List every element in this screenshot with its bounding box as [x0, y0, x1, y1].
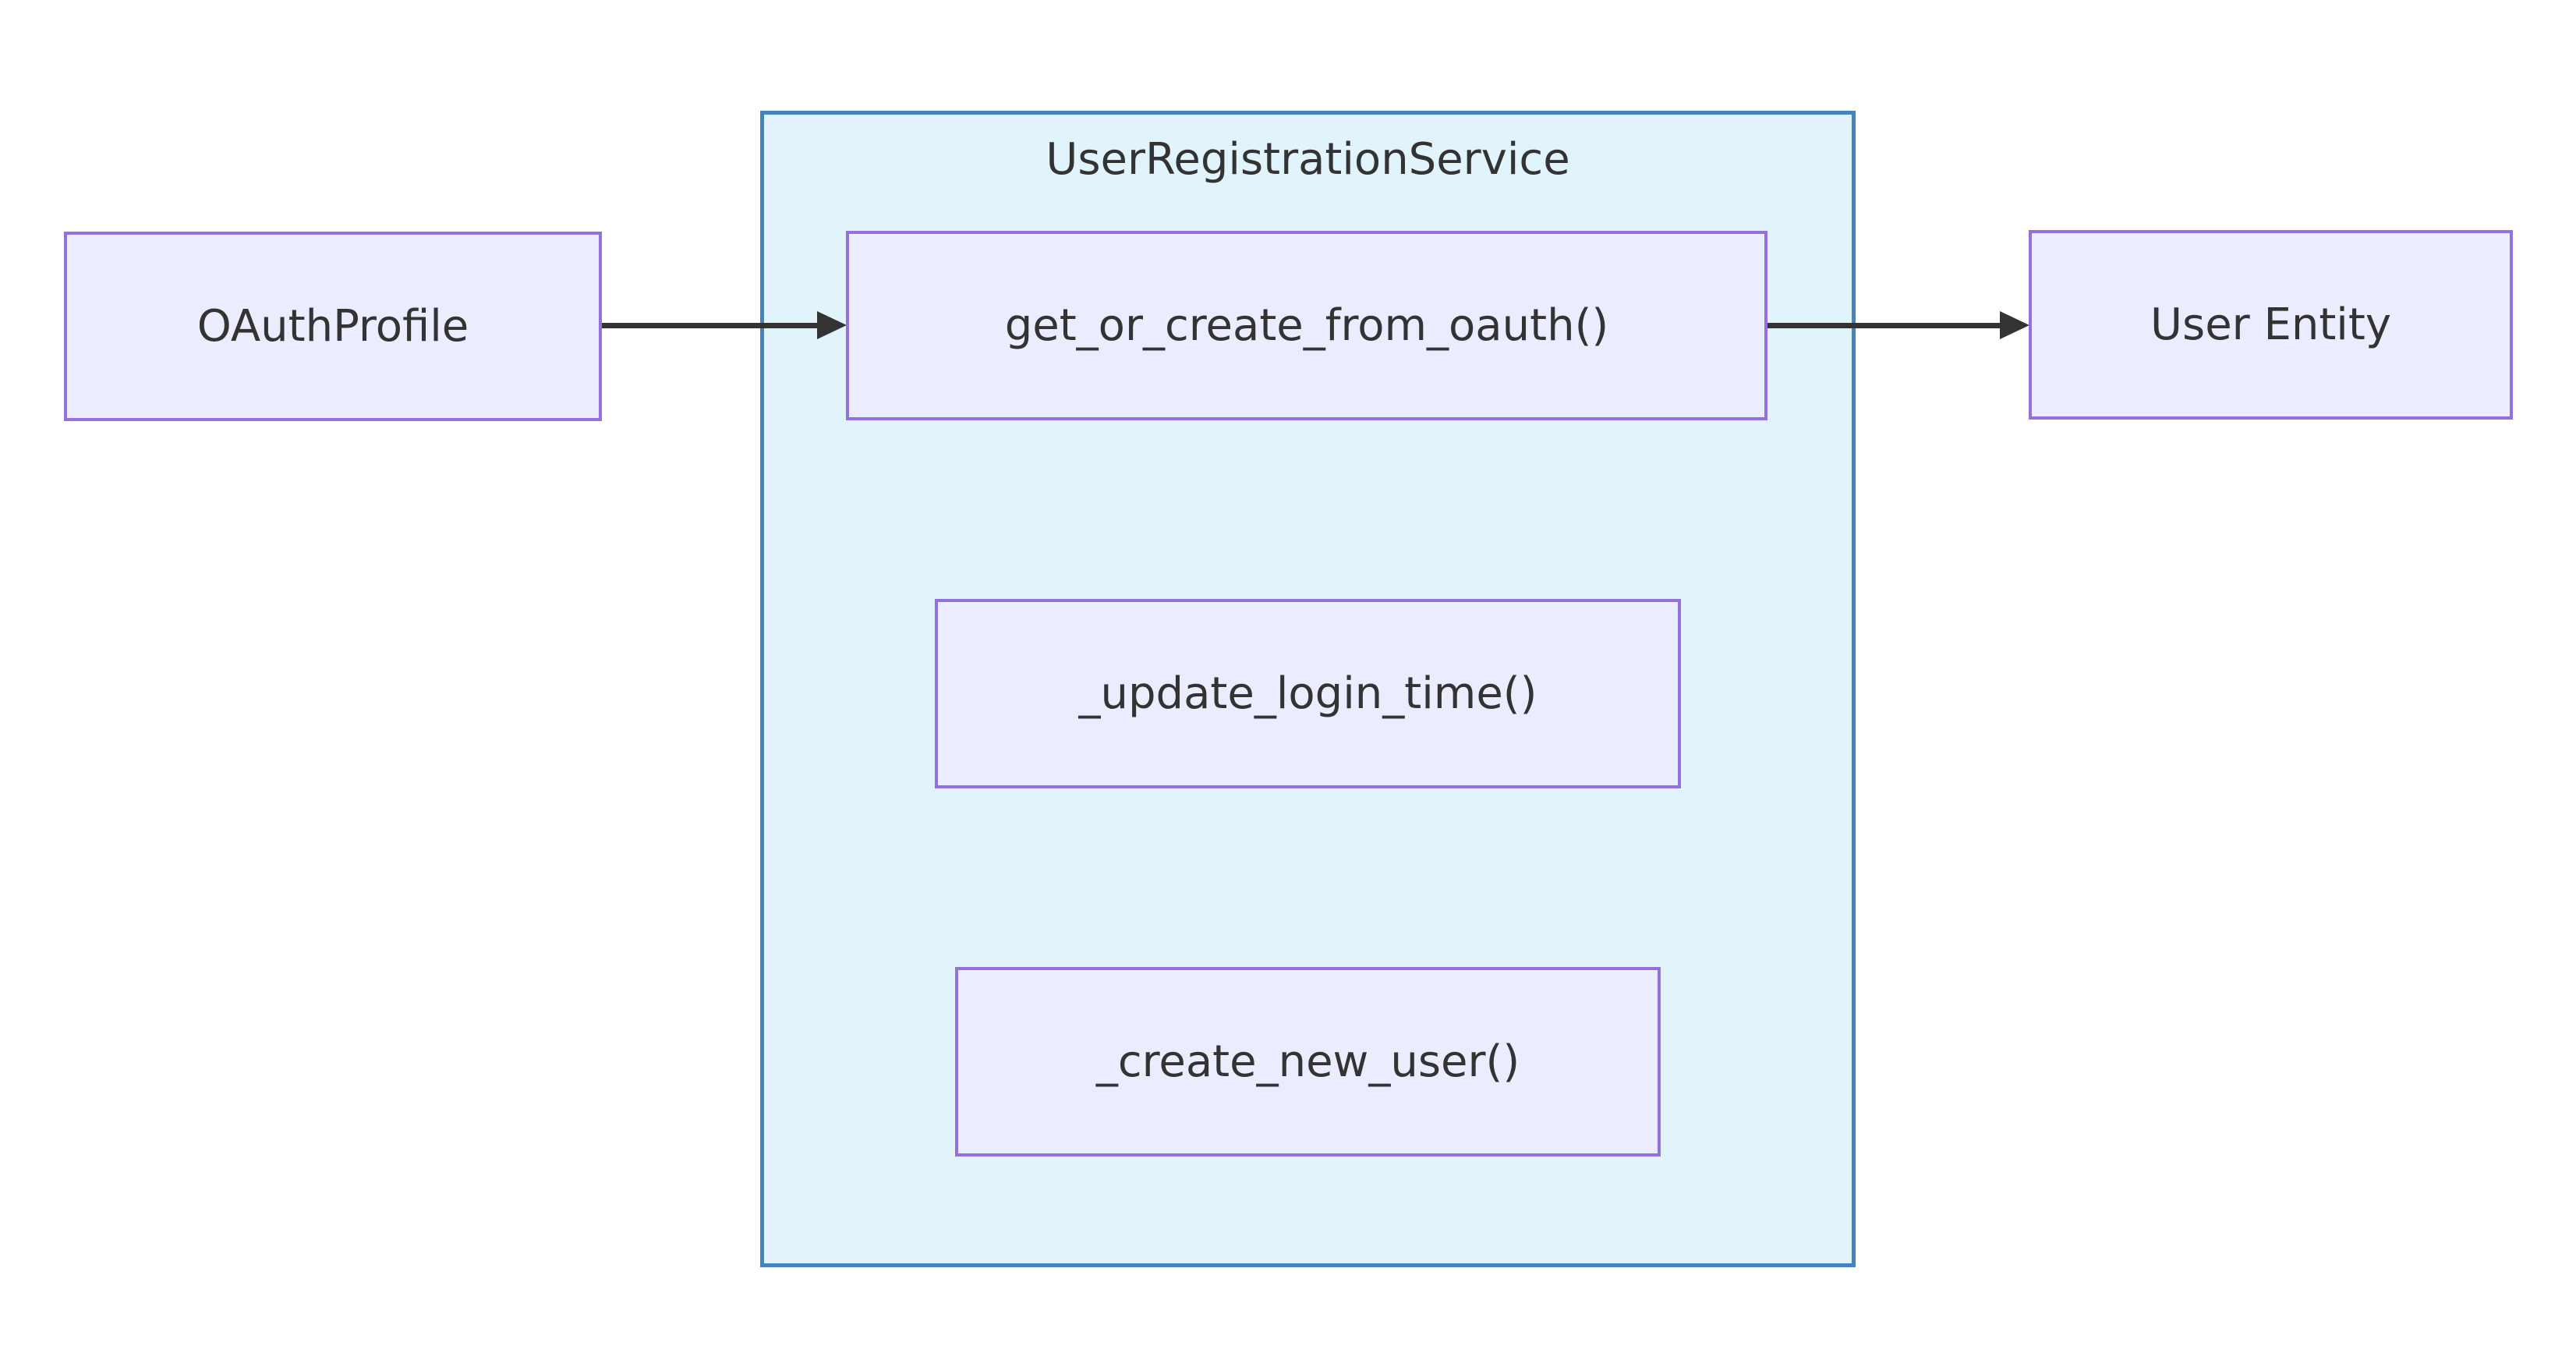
node-user-entity: User Entity [2029, 230, 2513, 420]
node-label: User Entity [2150, 299, 2391, 350]
node-update-login-time: _update_login_time() [935, 599, 1681, 788]
subgraph-title: UserRegistrationService [1046, 134, 1570, 185]
arrowhead-icon [2000, 311, 2029, 339]
edge-oauthprofile-to-get-or-create [602, 323, 819, 328]
edge-get-or-create-to-user-entity [1767, 323, 2002, 328]
node-label: _create_new_user() [1095, 1036, 1520, 1087]
arrowhead-icon [817, 311, 847, 339]
node-create-new-user: _create_new_user() [955, 967, 1661, 1156]
node-label: OAuthProfile [196, 301, 469, 352]
node-label: get_or_create_from_oauth() [1004, 300, 1609, 351]
node-get-or-create-from-oauth: get_or_create_from_oauth() [846, 231, 1767, 420]
node-label: _update_login_time() [1078, 668, 1537, 719]
node-oauthprofile: OAuthProfile [64, 232, 602, 421]
